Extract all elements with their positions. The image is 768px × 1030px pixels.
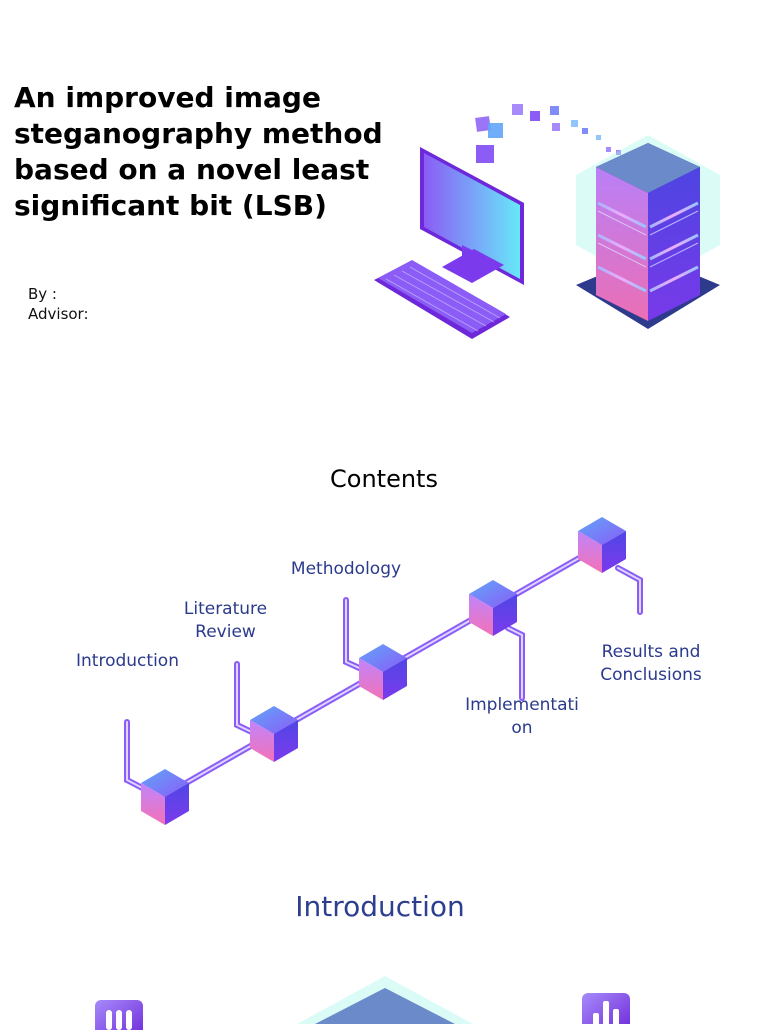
contents-item-introduction: Introduction	[76, 651, 179, 671]
cube-icon	[141, 769, 189, 825]
cube-icon	[250, 706, 298, 762]
computer-server-illustration	[374, 104, 720, 339]
advisor-label: Advisor:	[28, 305, 89, 323]
title-slide: An improved image steganography method b…	[0, 0, 768, 390]
contents-item-literature-review: Literature Review	[183, 599, 268, 642]
contents-heading: Contents	[330, 465, 438, 493]
server-stack-icon	[576, 135, 720, 329]
introduction-slide: Introduction	[0, 860, 768, 1030]
keyboard-icon	[374, 260, 510, 339]
server-rack-icon	[95, 1000, 143, 1030]
contents-item-implementation: Implementati on	[465, 695, 579, 738]
introduction-heading: Introduction	[295, 890, 465, 923]
bar-chart-icon	[582, 993, 630, 1024]
contents-item-methodology: Methodology	[290, 559, 402, 579]
data-pixels-icon	[475, 104, 621, 163]
cube-icon	[469, 580, 517, 636]
cube-icon	[359, 644, 407, 700]
contents-slide: Contents	[0, 440, 768, 860]
presentation-title: An improved image steganography method b…	[14, 81, 383, 222]
author-label: By :	[28, 285, 57, 303]
timeline-diagram	[124, 517, 643, 825]
server-top-icon	[297, 976, 473, 1024]
contents-item-results-conclusions: Results and Conclusions	[600, 642, 702, 685]
computer-monitor-icon	[420, 147, 524, 285]
cube-icon	[578, 517, 626, 573]
